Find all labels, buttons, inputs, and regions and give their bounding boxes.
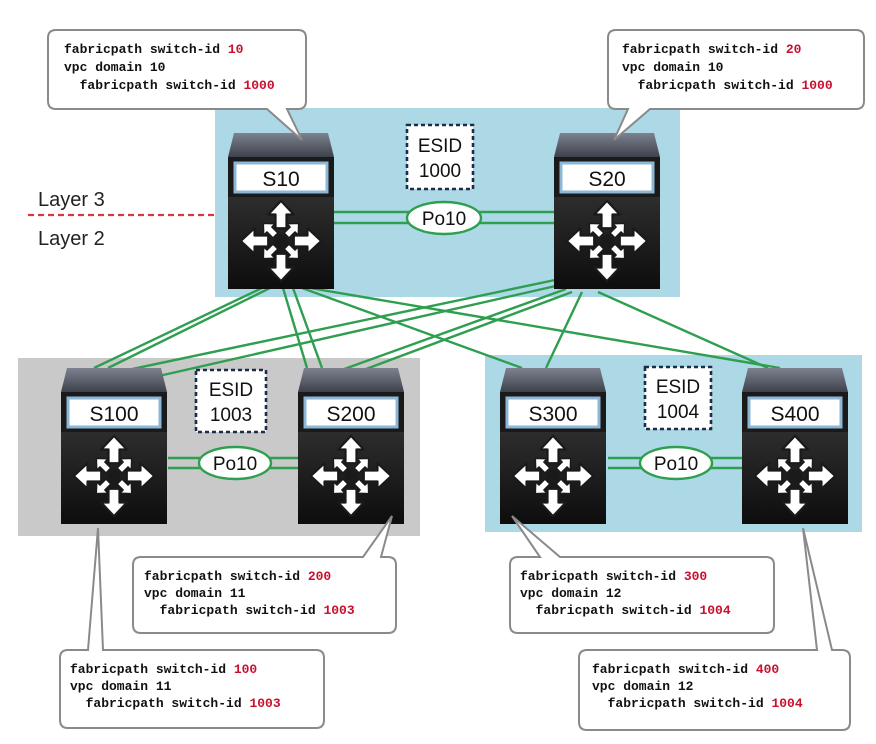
callout-s200: fabricpath switch-id 200 vpc domain 11 f… xyxy=(132,515,397,634)
svg-text:fabricpath switch-id 1004: fabricpath switch-id 1004 xyxy=(592,696,803,711)
svg-text:fabricpath switch-id 1004: fabricpath switch-id 1004 xyxy=(520,603,731,618)
layer2-label: Layer 2 xyxy=(38,228,105,250)
callout-s400: fabricpath switch-id 400 vpc domain 12 f… xyxy=(578,527,851,731)
svg-text:ESID: ESID xyxy=(656,377,700,398)
switch-s10[interactable]: S10 xyxy=(228,133,334,289)
svg-text:ESID: ESID xyxy=(209,380,253,401)
fabric-link xyxy=(597,290,769,370)
svg-text:fabricpath switch-id 1003: fabricpath switch-id 1003 xyxy=(70,696,281,711)
svg-text:vpc domain 11: vpc domain 11 xyxy=(144,586,246,601)
svg-text:Po10: Po10 xyxy=(422,209,466,230)
switch-s400[interactable]: S400 xyxy=(742,368,848,524)
svg-text:1004: 1004 xyxy=(657,402,700,423)
svg-text:Po10: Po10 xyxy=(213,454,257,475)
svg-text:fabricpath switch-id 1000: fabricpath switch-id 1000 xyxy=(622,78,833,93)
switch-label: S10 xyxy=(262,168,299,191)
fabric-link xyxy=(301,286,523,370)
svg-text:fabricpath switch-id 300: fabricpath switch-id 300 xyxy=(520,569,707,584)
fabric-link xyxy=(107,286,271,370)
switch-label: S200 xyxy=(326,403,375,426)
svg-text:vpc domain 10: vpc domain 10 xyxy=(622,60,724,75)
switch-label: S400 xyxy=(770,403,819,426)
port-channel-po-right: Po10 xyxy=(638,445,714,481)
switch-label: S100 xyxy=(89,403,138,426)
svg-text:1000: 1000 xyxy=(419,161,461,182)
fabric-link xyxy=(149,283,561,380)
callout-s20: fabricpath switch-id 20 vpc domain 10 fa… xyxy=(607,29,865,141)
svg-text:vpc domain 10: vpc domain 10 xyxy=(64,60,166,75)
esid-1004-box: ESID 1004 xyxy=(643,365,713,431)
layer3-label: Layer 3 xyxy=(38,189,105,211)
switch-s300[interactable]: S300 xyxy=(500,368,606,524)
fabric-link xyxy=(349,290,573,377)
svg-text:fabricpath switch-id 10: fabricpath switch-id 10 xyxy=(64,42,244,57)
port-channel-po-top: Po10 xyxy=(405,200,483,236)
fabric-link xyxy=(335,287,567,374)
switch-s200[interactable]: S200 xyxy=(298,368,404,524)
fabric-link xyxy=(309,286,781,370)
switch-label: S20 xyxy=(588,168,625,191)
switch-s20[interactable]: S20 xyxy=(554,133,660,289)
svg-text:ESID: ESID xyxy=(418,136,462,157)
callout-s10: fabricpath switch-id 10 vpc domain 10 fa… xyxy=(47,29,307,141)
port-channel-po-left: Po10 xyxy=(197,445,273,481)
switch-s100[interactable]: S100 xyxy=(61,368,167,524)
svg-text:fabricpath switch-id 200: fabricpath switch-id 200 xyxy=(144,569,331,584)
fabric-link xyxy=(117,278,556,374)
fabric-link xyxy=(93,286,263,370)
callout-s100: fabricpath switch-id 100 vpc domain 11 f… xyxy=(59,527,325,729)
svg-text:fabricpath switch-id 20: fabricpath switch-id 20 xyxy=(622,42,802,57)
fabric-link xyxy=(281,287,309,369)
svg-text:vpc domain 11: vpc domain 11 xyxy=(70,679,172,694)
svg-text:Po10: Po10 xyxy=(654,454,698,475)
svg-text:fabricpath switch-id 400: fabricpath switch-id 400 xyxy=(592,662,779,677)
svg-text:1003: 1003 xyxy=(210,405,252,426)
svg-text:fabricpath switch-id 1000: fabricpath switch-id 1000 xyxy=(64,78,275,93)
callout-s300: fabricpath switch-id 300 vpc domain 12 f… xyxy=(509,515,775,634)
fabric-link xyxy=(291,287,324,369)
esid-1000-box: ESID 1000 xyxy=(405,123,475,191)
switch-label: S300 xyxy=(528,403,577,426)
esid-1003-box: ESID 1003 xyxy=(194,368,268,434)
svg-text:fabricpath switch-id 1003: fabricpath switch-id 1003 xyxy=(144,603,355,618)
fabric-link xyxy=(544,291,584,369)
svg-text:vpc domain 12: vpc domain 12 xyxy=(520,586,622,601)
svg-text:vpc domain 12: vpc domain 12 xyxy=(592,679,694,694)
svg-text:fabricpath switch-id 100: fabricpath switch-id 100 xyxy=(70,662,257,677)
fabric-links xyxy=(93,278,781,380)
